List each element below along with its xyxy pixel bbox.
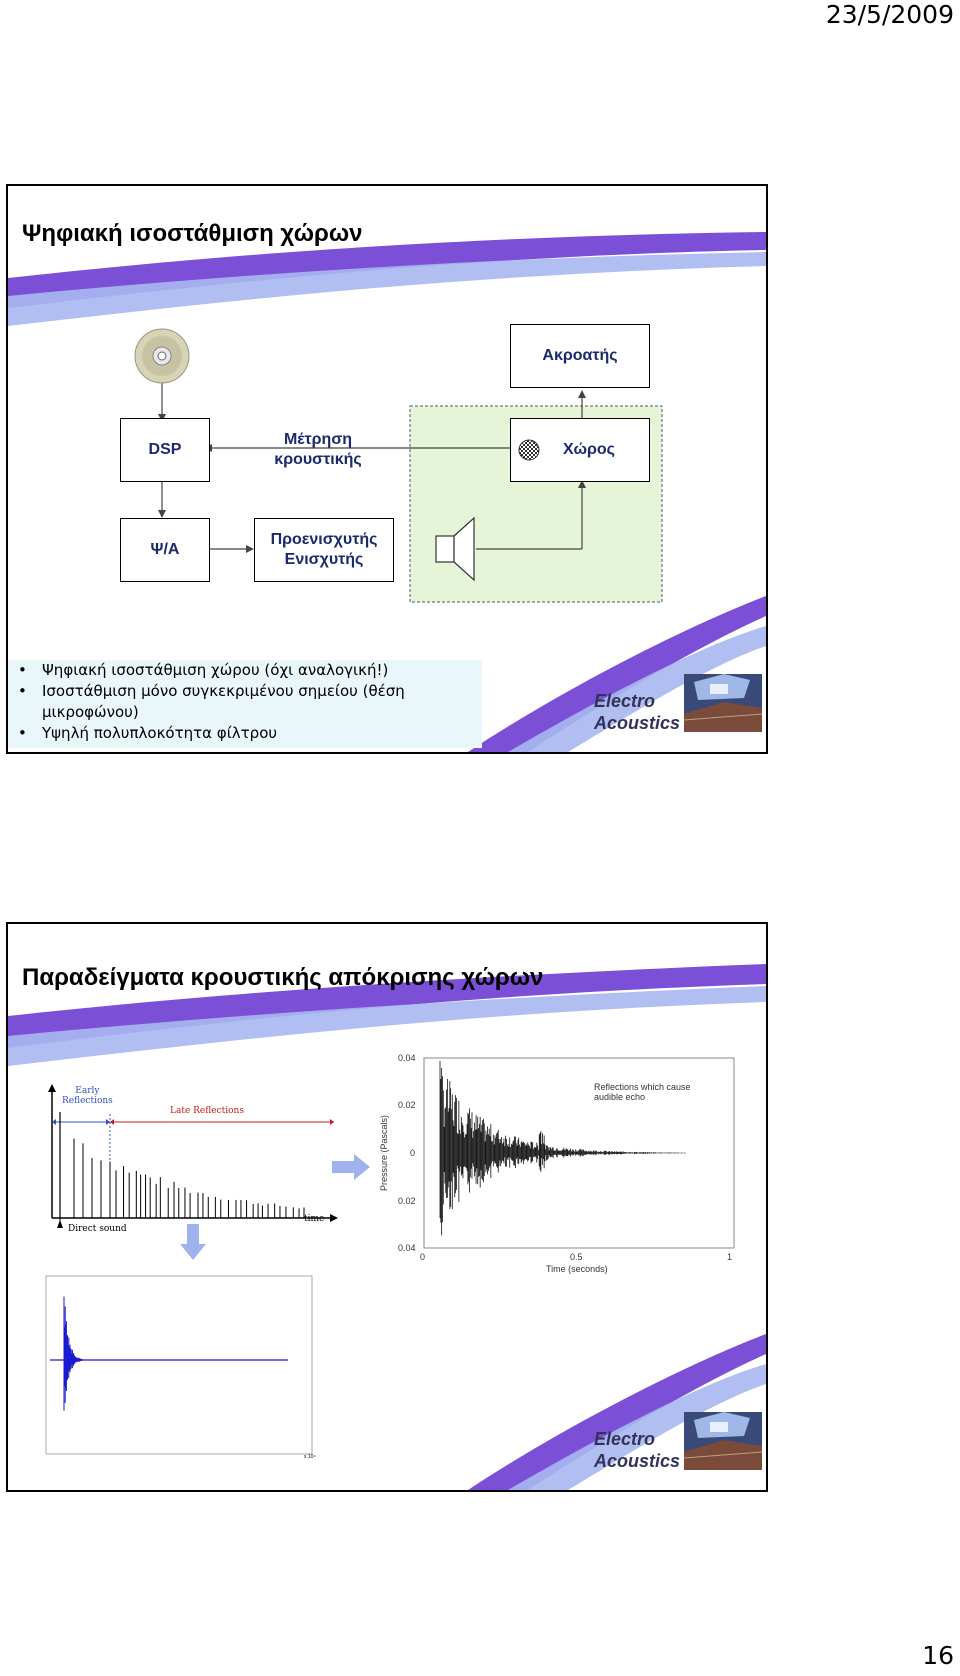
speaker-icon: [435, 535, 455, 563]
impulse-measurement-label: Μέτρηση κρουστικής: [248, 430, 388, 470]
reflections-schematic: [48, 1084, 338, 1228]
pressure-time-plot: [423, 1057, 735, 1249]
logo-line1: Electro: [594, 1429, 656, 1449]
time-label: time: [304, 1214, 325, 1224]
electro-acoustics-logo: Electro Acoustics: [594, 1428, 680, 1472]
slide-decoration: [8, 232, 766, 752]
bullet-item: Ψηφιακή ισοστάθμιση χώρου (όχι αναλογική…: [8, 660, 482, 681]
impulse-response-waveform: [439, 1061, 686, 1236]
electro-acoustics-logo: Electro Acoustics: [594, 690, 680, 734]
slide-digital-room-equalization: Ψηφιακή ισοστάθμιση χώρων: [6, 184, 768, 754]
da-label: Ψ/Α: [150, 541, 180, 558]
amplifier-box: Προενισχυτής Ενισχυτής: [254, 518, 394, 582]
listener-box: Ακροατής: [510, 324, 650, 388]
x-exponent-label: x 10⁴: [304, 1454, 316, 1460]
microphone-icon: [518, 439, 540, 461]
blue-waveform: [50, 1296, 288, 1411]
logo-line2: Acoustics: [594, 713, 681, 733]
room-illustration: [684, 674, 762, 732]
dsp-box: DSP: [120, 418, 210, 482]
cd-icon: [134, 328, 190, 384]
down-arrow-icon: [180, 1224, 206, 1260]
slide-title: Ψηφιακή ισοστάθμιση χώρων: [22, 220, 363, 247]
slide-decoration: [8, 964, 766, 1490]
bullet-list: Ψηφιακή ισοστάθμιση χώρου (όχι αναλογική…: [8, 660, 482, 748]
label-reflections: Reflections: [62, 1096, 113, 1106]
early-reflections-label: Early Reflections: [62, 1086, 113, 1106]
bullet-item: Υψηλή πολυπλοκότητα φίλτρου: [8, 723, 482, 744]
date-header: 23/5/2009: [825, 0, 954, 29]
listener-label: Ακροατής: [542, 347, 618, 364]
impulse-label-line1: Μέτρηση: [283, 431, 353, 448]
slide-title: Παραδείγματα κρουστικής απόκρισης χώρων: [22, 964, 544, 991]
room-label: Χώρος: [563, 441, 615, 458]
measured-impulse-response-plot: [45, 1275, 313, 1455]
room-box: Χώρος: [510, 418, 650, 482]
impulse-label-line2: κρουστικής: [274, 451, 362, 468]
direct-sound-label: Direct sound: [68, 1224, 127, 1234]
right-arrow-icon: [332, 1154, 370, 1180]
amp-label-line2: Ενισχυτής: [284, 551, 364, 568]
slide-impulse-response-examples: Παραδείγματα κρουστικής απόκρισης χώρων …: [6, 922, 768, 1492]
logo-line2: Acoustics: [594, 1451, 681, 1471]
label-early: Early: [75, 1086, 100, 1096]
reflection-spikes: [59, 1112, 305, 1218]
room-illustration: [684, 1412, 762, 1470]
page-number: 16: [922, 1641, 954, 1670]
bullet-item: Ισοστάθμιση μόνο συγκεκριμένου σημείου (…: [8, 681, 482, 723]
dsp-label: DSP: [148, 441, 182, 458]
logo-line1: Electro: [594, 691, 656, 711]
late-reflections-label: Late Reflections: [170, 1106, 244, 1116]
da-converter-box: Ψ/Α: [120, 518, 210, 582]
amp-label-line1: Προενισχυτής: [270, 531, 378, 548]
